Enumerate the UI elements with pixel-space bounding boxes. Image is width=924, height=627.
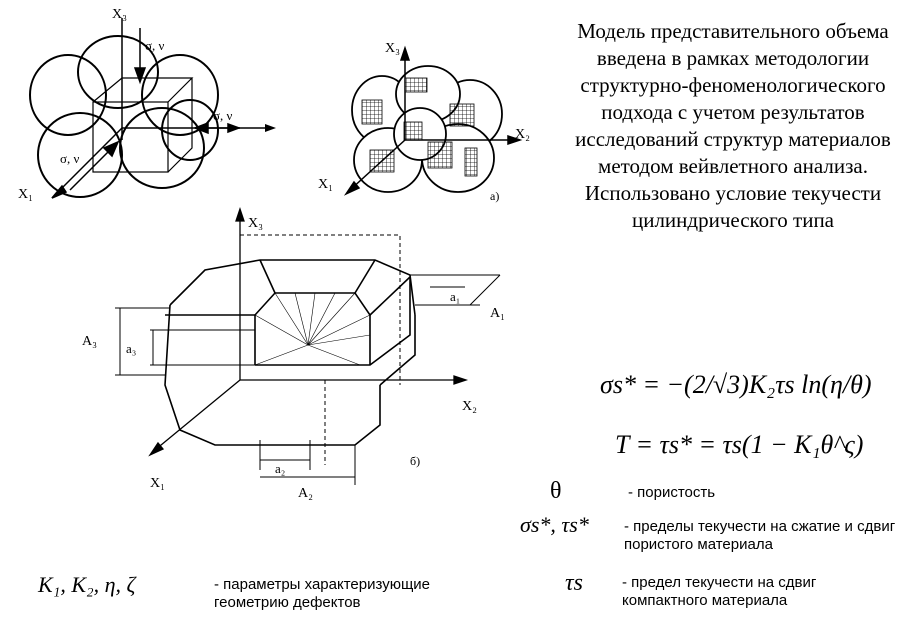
legend-text-sigma-tau: - пределы текучести на сжатие и сдвиг по… xyxy=(624,518,896,553)
stress-label: σ, ν xyxy=(145,38,165,53)
figure-b: X₃ X₂ X₁ A₃ a₃ a₁ A₁ a₂ A₂ б) xyxy=(82,206,505,501)
dim-A3-label: A₃ xyxy=(82,334,97,349)
sphere xyxy=(77,35,159,109)
axis-x1-label: X₁ xyxy=(318,177,333,192)
sphere xyxy=(37,112,123,198)
sphere xyxy=(119,107,205,189)
params-symbols: K₁, K₂, η, ζ xyxy=(38,572,136,597)
panel-label-b: б) xyxy=(410,454,420,468)
axis-x3-label: X₃ xyxy=(248,216,263,231)
axis-x3-label: X₃ xyxy=(385,41,400,56)
params-text: - параметры характеризующие геометрию де… xyxy=(214,576,431,611)
formula-t: T = τs* = τs(1 − K₁θ^ς) xyxy=(615,430,864,459)
axis-x1-label: X₁ xyxy=(18,187,33,202)
description-text: Модель представительного объема введена … xyxy=(575,19,891,232)
dim-a1-label: a₁ xyxy=(450,289,460,304)
axis-x2-label: X₂ xyxy=(462,399,477,414)
dim-A2-label: A₂ xyxy=(298,486,313,501)
panel-label-a: а) xyxy=(490,189,499,203)
axis-x3-label: X₃ xyxy=(112,7,127,22)
stress-label: σ, ν xyxy=(213,108,233,123)
legend-symbol-sigma-tau: σs*, τs* xyxy=(520,512,589,537)
legend-symbol-tau: τs xyxy=(565,570,583,596)
figure-a-left: X₃ X₂ X₁ σ, ν σ, ν σ, ν xyxy=(18,7,240,202)
sphere xyxy=(29,54,107,136)
axis-x2-label: X₂ xyxy=(515,127,530,142)
cube xyxy=(92,77,194,173)
axis-x2-tail xyxy=(238,124,276,132)
dim-a2-label: a₂ xyxy=(275,461,285,476)
dim-a3-label: a₃ xyxy=(126,341,136,356)
sphere xyxy=(161,99,219,161)
dim-A1-label: A₁ xyxy=(490,306,505,321)
stress-label: σ, ν xyxy=(60,151,80,166)
formula-sigma: σs* = −(2/√3)K₂τs ln(η/θ) xyxy=(600,370,872,399)
axis-x1-label: X₁ xyxy=(150,476,165,491)
sphere xyxy=(141,54,219,136)
legend-symbol-theta: θ xyxy=(550,478,562,504)
legend-text-tau: - предел текучести на сдвиг компактного … xyxy=(622,574,817,609)
legend-text-theta: - пористость xyxy=(628,484,716,501)
figure-a-right: X₃ X₂ X₁ а) xyxy=(318,41,530,203)
